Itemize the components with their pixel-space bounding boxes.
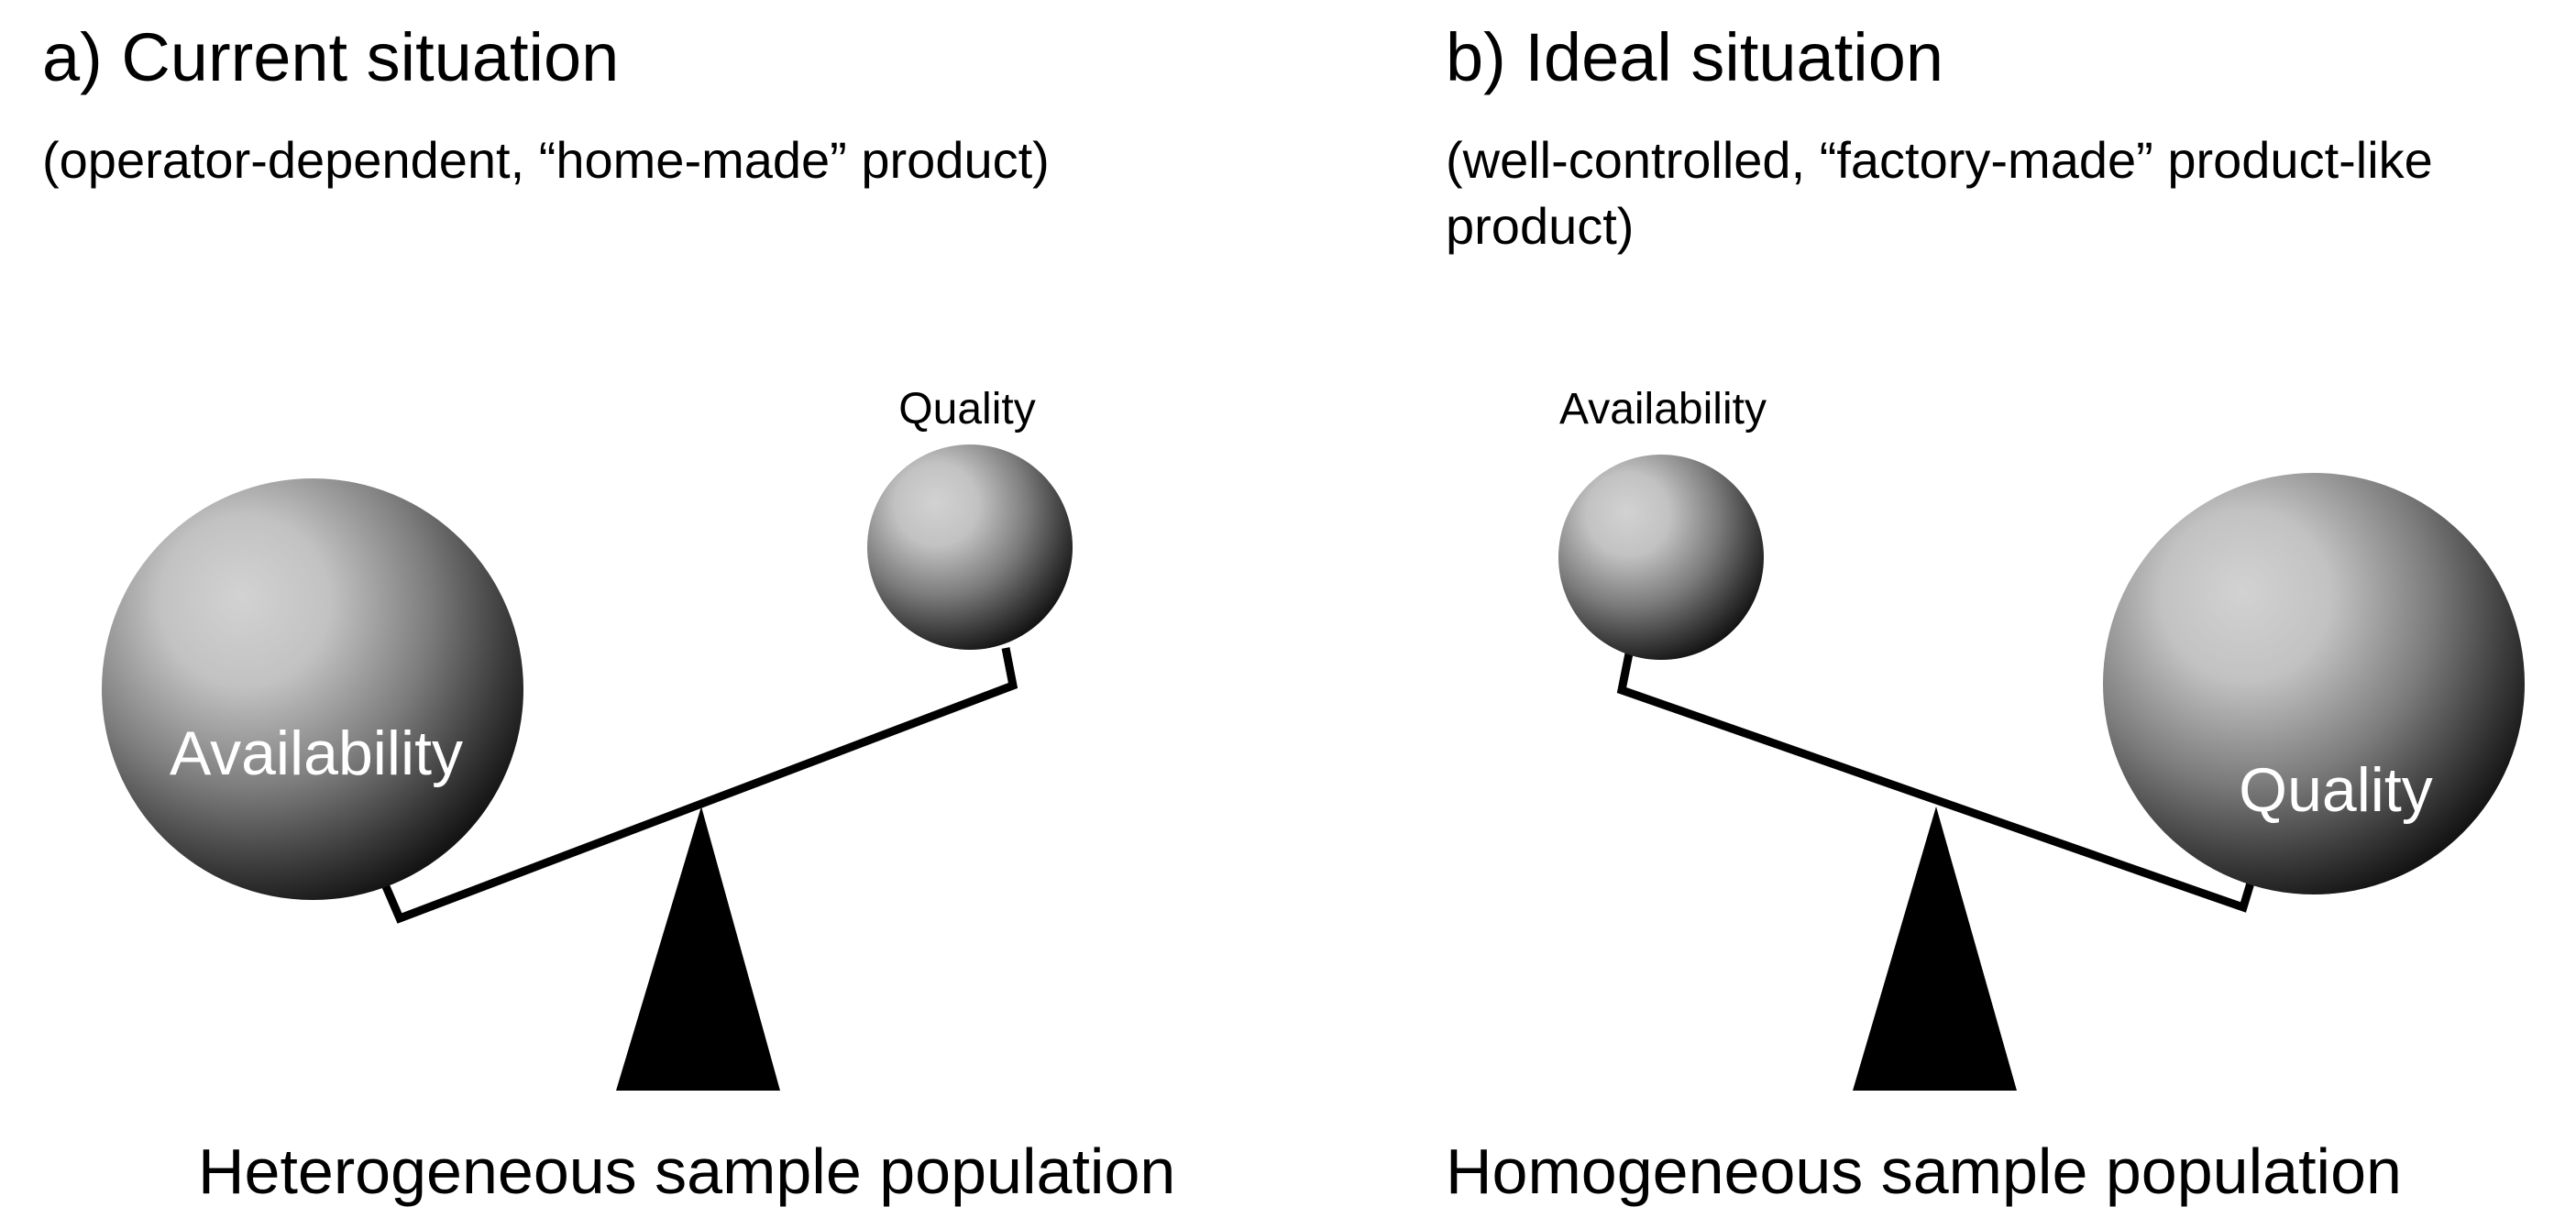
panel-b-small-sphere [1558,455,1764,660]
panel-b-balance-beam [1616,653,2259,913]
panel-b-fulcrum [1853,807,2017,1091]
panel-a-fulcrum [616,807,780,1091]
panel-a-caption: Heterogeneous sample population [198,1136,1175,1207]
panel-a-balance-beam [380,647,1018,924]
panel-b-large-sphere [2103,473,2525,894]
panel-b-title: b) Ideal situation [1446,19,1943,95]
panel-a-small-sphere [867,444,1073,650]
panel-b: b) Ideal situation (well-controlled, “fa… [1446,19,2525,1207]
panel-a-small-sphere-label: Quality [898,385,1035,433]
panel-a-subtitle: (operator-dependent, “home-made” product… [42,131,1050,189]
panel-b-subtitle-line1: (well-controlled, “factory-made” product… [1446,131,2433,189]
panel-b-subtitle-line2: product) [1446,197,1634,255]
panel-a-large-sphere [102,478,523,900]
panel-b-large-sphere-label: Quality [2239,755,2433,825]
panel-a-title: a) Current situation [42,19,619,95]
panel-b-caption: Homogeneous sample population [1446,1136,2402,1207]
panel-a: a) Current situation (operator-dependent… [42,19,1175,1207]
panel-b-small-sphere-label: Availability [1559,385,1767,433]
panel-a-large-sphere-label: Availability [170,719,463,788]
